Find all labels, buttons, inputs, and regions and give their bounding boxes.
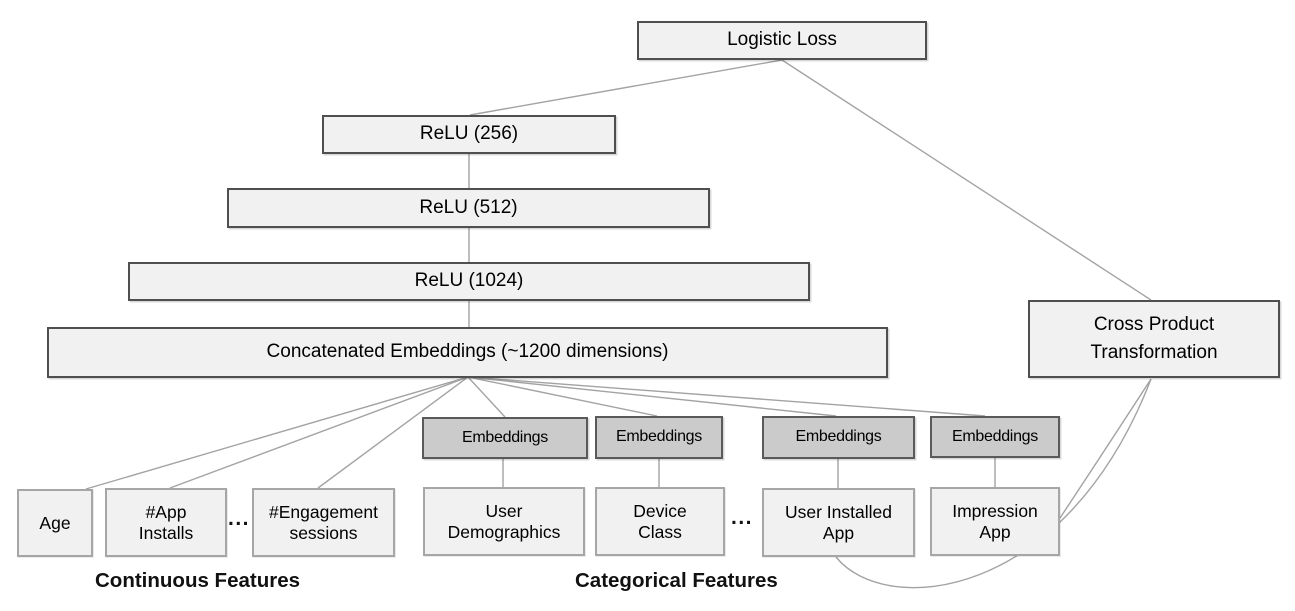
node-relu-256: ReLU (256) xyxy=(322,115,616,154)
node-age: Age xyxy=(17,489,93,557)
label-continuous-features: Continuous Features xyxy=(95,569,301,592)
node-embeddings-3: Embeddings xyxy=(762,416,915,459)
node-concatenated-embeddings: Concatenated Embeddings (~1200 dimension… xyxy=(47,327,888,378)
ellipsis-categorical: ... xyxy=(731,506,754,529)
edge-logloss-crossproduct xyxy=(781,59,1152,301)
node-cross-product-transformation: Cross Product Transformation xyxy=(1028,300,1280,378)
node-embeddings-1: Embeddings xyxy=(422,417,588,459)
edge-installedapp-crossproduct xyxy=(835,378,1152,589)
edge-concat-emb2 xyxy=(467,376,658,417)
edge-concat-age xyxy=(85,376,469,490)
node-embeddings-4: Embeddings xyxy=(930,416,1060,458)
node-logistic-loss: Logistic Loss xyxy=(637,21,927,60)
label-categorical-features: Categorical Features xyxy=(575,569,778,592)
edge-concat-engagement xyxy=(317,376,469,489)
edge-logloss-relu256 xyxy=(469,59,783,116)
node-app-installs: #App Installs xyxy=(105,488,227,557)
node-relu-512: ReLU (512) xyxy=(227,188,710,228)
edge-concat-emb1 xyxy=(467,376,506,418)
edge-concat-appinstalls xyxy=(169,376,469,489)
edge-impressionapp-crossproduct xyxy=(1059,378,1152,519)
node-relu-1024: ReLU (1024) xyxy=(128,262,810,301)
node-user-installed-app: User Installed App xyxy=(762,488,915,557)
node-impression-app: Impression App xyxy=(930,487,1060,556)
edge-concat-emb3 xyxy=(467,376,837,417)
node-device-class: Device Class xyxy=(595,487,725,556)
ellipsis-continuous: ... xyxy=(228,507,251,530)
node-embeddings-2: Embeddings xyxy=(595,416,723,459)
node-engagement-sessions: #Engagement sessions xyxy=(252,488,395,557)
edge-concat-emb4 xyxy=(467,376,986,417)
node-user-demographics: User Demographics xyxy=(423,487,585,556)
